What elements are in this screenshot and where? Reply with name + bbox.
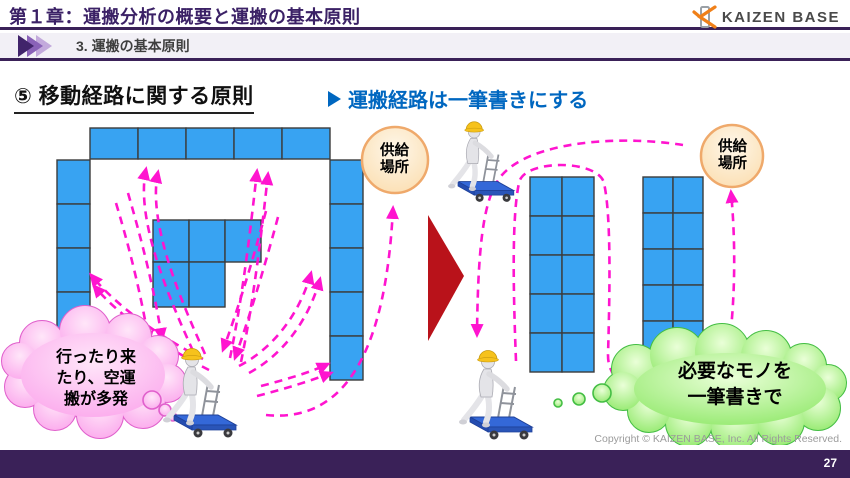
before-callout-cloud — [1, 305, 187, 439]
after-supply-label: 供給場所 — [718, 139, 747, 172]
after-worker-bottom — [459, 351, 532, 440]
before-callout-text: 行ったり来 たり、空運 搬が多発 — [55, 349, 136, 408]
page-number: 27 — [823, 456, 837, 470]
before-supply-circle — [360, 125, 430, 195]
principle-title: ⑤ 移動経路に関する原則 — [14, 80, 254, 114]
after-callout-cloud — [553, 323, 847, 445]
before-supply-label: 供給場所 — [380, 143, 409, 176]
chevrons-icon — [18, 34, 52, 57]
after-supply-circle — [699, 123, 765, 189]
after-diagram — [440, 115, 847, 445]
chapter-title: 第１章：運搬分析の概要と運搬の基本原則 — [9, 7, 361, 27]
header-bar: 第１章：運搬分析の概要と運搬の基本原則 KAIZEN BASE — [0, 0, 850, 30]
after-callout-text: 必要なモノを 一筆書きで — [677, 361, 792, 408]
section-title: 3. 運搬の基本原則 — [76, 37, 190, 54]
section-bar: 3. 運搬の基本原則 — [0, 33, 850, 61]
arrow-bullet-icon — [328, 90, 341, 107]
principle-point-label: 運搬経路は一筆書きにする — [348, 90, 589, 112]
kaizen-base-logo: KAIZEN BASE — [692, 4, 840, 30]
after-worker-top — [448, 122, 514, 202]
kaizen-base-logo-icon — [692, 5, 717, 29]
principle-point: 運搬経路は一筆書きにする — [328, 84, 588, 113]
transition-arrow-icon — [428, 215, 464, 341]
footer-bar — [0, 450, 850, 478]
before-diagram — [1, 125, 430, 445]
copyright-text: Copyright © KAIZEN BASE, Inc. All Rights… — [594, 433, 842, 445]
logo-text: KAIZEN BASE — [721, 8, 840, 26]
